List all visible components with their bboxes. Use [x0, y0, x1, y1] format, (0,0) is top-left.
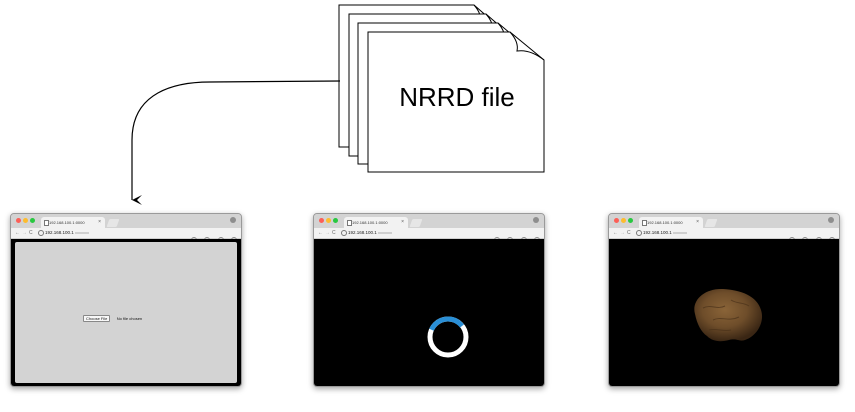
brain-folds [702, 299, 750, 332]
forward-icon[interactable]: → [620, 230, 625, 236]
new-tab-button[interactable] [106, 219, 120, 227]
browser-toolbar: ← → C 192.168.100.1 [314, 228, 544, 243]
toolbar-icons [188, 230, 237, 243]
page-viewport [609, 239, 839, 386]
maximize-window-icon[interactable] [628, 218, 633, 223]
toolbar-icons [786, 230, 835, 243]
tab-close-icon[interactable]: × [98, 219, 101, 225]
spinner-arc [429, 316, 449, 331]
tab-title: 192.168.100.1:0000 [352, 220, 388, 225]
maximize-window-icon[interactable] [30, 218, 35, 223]
page-icon [347, 220, 352, 226]
file-label: NRRD file [399, 82, 515, 112]
profile-icon[interactable] [828, 217, 834, 223]
choose-file-button[interactable]: Choose File [83, 315, 111, 323]
close-window-icon[interactable] [614, 218, 619, 223]
url-port-redacted [377, 231, 392, 234]
address-bar[interactable]: 192.168.100.1 [348, 229, 392, 237]
profile-icon[interactable] [230, 217, 236, 223]
page-viewport [314, 239, 544, 386]
address-bar[interactable]: 192.168.100.1 [45, 229, 89, 237]
browser-toolbar: ← → C 192.168.100.1 [609, 228, 839, 243]
new-tab-button[interactable] [704, 219, 718, 227]
url-port-redacted [74, 231, 89, 234]
brain-shape [694, 288, 763, 342]
address-bar[interactable]: 192.168.100.1 [643, 229, 687, 237]
browser-tab[interactable]: 192.168.100.1:0000 × [639, 217, 703, 228]
forward-icon[interactable]: → [325, 230, 330, 236]
close-window-icon[interactable] [319, 218, 324, 223]
upload-arrow [131, 80, 341, 205]
reload-icon[interactable]: C [627, 230, 631, 236]
loading-spinner-icon [427, 316, 469, 358]
tab-title: 192.168.100.1:0000 [647, 220, 683, 225]
url-text: 192.168.100.1 [45, 230, 74, 235]
page-viewport: Choose File No file chosen [11, 239, 241, 386]
url-port-redacted [672, 231, 687, 234]
site-info-icon[interactable] [341, 230, 347, 236]
back-icon[interactable]: ← [613, 230, 618, 236]
url-text: 192.168.100.1 [348, 230, 377, 235]
forward-icon[interactable]: → [22, 230, 27, 236]
browser-toolbar: ← → C 192.168.100.1 [11, 228, 241, 243]
document-stack-icon [338, 4, 545, 173]
page-icon [44, 220, 49, 226]
tab-title: 192.168.100.1:0000 [49, 220, 85, 225]
reload-icon[interactable]: C [332, 230, 336, 236]
brain-volume-rendering[interactable] [683, 284, 767, 348]
minimize-window-icon[interactable] [23, 218, 28, 223]
tab-close-icon[interactable]: × [401, 219, 404, 225]
browser-tab[interactable]: 192.168.100.1:0000 × [344, 217, 408, 228]
file-page-front [367, 31, 545, 173]
reload-icon[interactable]: C [29, 230, 33, 236]
minimize-window-icon[interactable] [326, 218, 331, 223]
spinner-arc-2 [447, 316, 464, 328]
title-bar: 192.168.100.1:0000 × [609, 214, 839, 228]
browser-tab[interactable]: 192.168.100.1:0000 × [41, 217, 105, 228]
tab-close-icon[interactable]: × [696, 219, 699, 225]
url-text: 192.168.100.1 [643, 230, 672, 235]
no-file-text: No file chosen [116, 315, 143, 321]
close-window-icon[interactable] [16, 218, 21, 223]
browser-window-rendered: 192.168.100.1:0000 × ← → C 192.168.100.1 [608, 213, 840, 387]
title-bar: 192.168.100.1:0000 × [314, 214, 544, 228]
maximize-window-icon[interactable] [333, 218, 338, 223]
title-bar: 192.168.100.1:0000 × [11, 214, 241, 228]
back-icon[interactable]: ← [15, 230, 20, 236]
upload-panel: Choose File No file chosen [15, 242, 237, 383]
toolbar-icons [491, 230, 540, 243]
browser-window-upload: 192.168.100.1:0000 × ← → C 192.168.100.1… [10, 213, 242, 387]
minimize-window-icon[interactable] [621, 218, 626, 223]
new-tab-button[interactable] [409, 219, 423, 227]
site-info-icon[interactable] [38, 230, 44, 236]
browser-window-loading: 192.168.100.1:0000 × ← → C 192.168.100.1 [313, 213, 545, 387]
page-icon [642, 220, 647, 226]
site-info-icon[interactable] [636, 230, 642, 236]
profile-icon[interactable] [533, 217, 539, 223]
back-icon[interactable]: ← [318, 230, 323, 236]
file-input[interactable]: Choose File No file chosen [83, 310, 142, 323]
